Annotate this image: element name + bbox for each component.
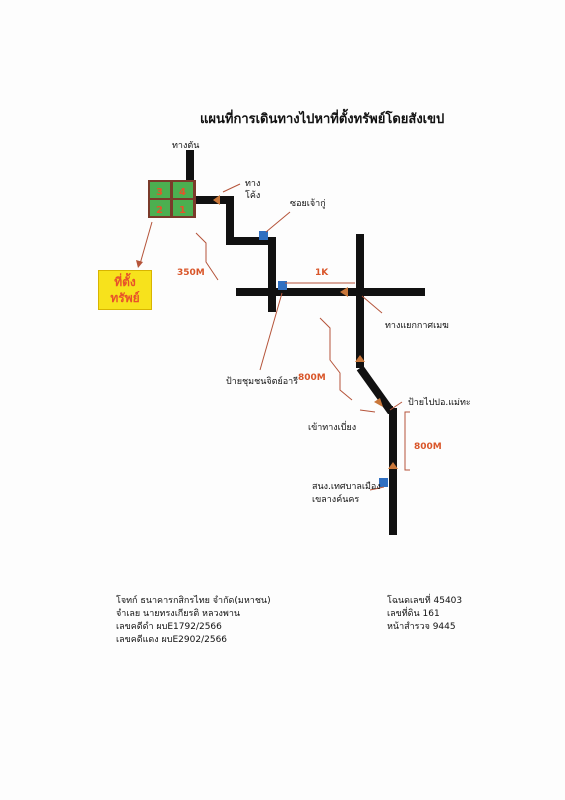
label-dead-end: ทางตัน	[172, 141, 200, 151]
map-title: แผนที่การเดินทางไปหาที่ตั้งทรัพย์โดยสังเ…	[200, 112, 445, 127]
label-office-1: สนง.เทศบาลเมือง	[312, 482, 381, 492]
label-bend: เข้าทางเบี่ยง	[308, 423, 357, 433]
plot-3	[150, 182, 170, 198]
marker-soi	[259, 231, 268, 240]
pointer-property	[139, 221, 153, 265]
arrow-left-top	[213, 195, 220, 205]
distance-brackets	[195, 232, 410, 471]
defendant: จำเลย นายทรงเกียรติ หลวงพาน	[116, 609, 241, 619]
property-label-line2: ทรัพย์	[110, 291, 140, 305]
bracket-800m-left	[319, 317, 353, 401]
bracket-800m-right	[404, 411, 410, 471]
label-curve-1: ทาง	[245, 179, 261, 189]
label-soi: ซอยเจ้ากู่	[290, 199, 326, 209]
black-case-number: เลขคดีดำ ผบE1792/2566	[116, 622, 222, 632]
plot-2-label: 2	[156, 205, 163, 216]
label-curve-2: โค้ง	[245, 191, 261, 201]
bracket-350m	[195, 232, 219, 281]
location-markers	[259, 231, 388, 487]
pointer-junction	[361, 295, 383, 314]
label-office-2: เขลางค์นคร	[312, 495, 360, 505]
deed-number: โฉนดเลขที่ 45403	[387, 596, 463, 606]
property-box: ที่ตั้ง ทรัพย์	[98, 270, 152, 310]
distance-1k: 1K	[315, 268, 329, 278]
pointer-lines	[136, 183, 403, 491]
arrow-left-junction	[340, 287, 348, 297]
road-bend	[356, 365, 394, 414]
distance-800m-right: 800M	[414, 442, 442, 452]
arrow-up-lower	[388, 462, 398, 469]
distance-800m-left: 800M	[298, 373, 326, 383]
property-label-line1: ที่ตั้ง	[114, 275, 136, 289]
direction-arrows	[213, 195, 398, 469]
footer-right: โฉนดเลขที่ 45403 เลขที่ดิน 161 หน้าสำรวจ…	[387, 595, 462, 634]
plot-2	[150, 200, 170, 216]
plot-1	[173, 200, 193, 216]
arrow-up-1	[355, 355, 365, 362]
distance-350m: 350M	[177, 268, 205, 278]
marker-office	[379, 478, 388, 487]
land-number: เลขที่ดิน 161	[387, 609, 440, 619]
red-case-number: เลขคดีแดง ผบE2902/2566	[116, 635, 228, 645]
pointer-curve	[222, 183, 241, 193]
pointer-post	[389, 401, 403, 411]
pointer-bend	[359, 409, 376, 413]
pointer-property-head	[136, 260, 143, 268]
footer-left: โจทก์ ธนาคารกสิกรไทย จำกัด(มหาชน) จำเลย …	[116, 595, 271, 647]
label-community: ป้ายชุมชนจิตย์อารี	[226, 377, 299, 387]
plot-4-label: 4	[179, 187, 186, 198]
plot-4	[173, 182, 193, 198]
marker-community	[278, 281, 287, 290]
label-junction: ทางแยกกาศเมฆ	[385, 321, 449, 331]
pointer-community	[259, 292, 283, 371]
pointer-office	[369, 486, 385, 491]
label-post-office: ป้ายไปปอ.แม่ทะ	[408, 398, 471, 408]
plot-1-label: 1	[179, 205, 186, 216]
survey-page: หน้าสำรวจ 9445	[387, 622, 456, 632]
arrow-up-bend	[374, 398, 383, 407]
plot-3-label: 3	[156, 187, 163, 198]
plaintiff: โจทก์ ธนาคารกสิกรไทย จำกัด(มหาชน)	[116, 596, 271, 606]
pointer-soi	[265, 211, 291, 233]
property-plots: 3 4 2 1	[148, 180, 196, 218]
